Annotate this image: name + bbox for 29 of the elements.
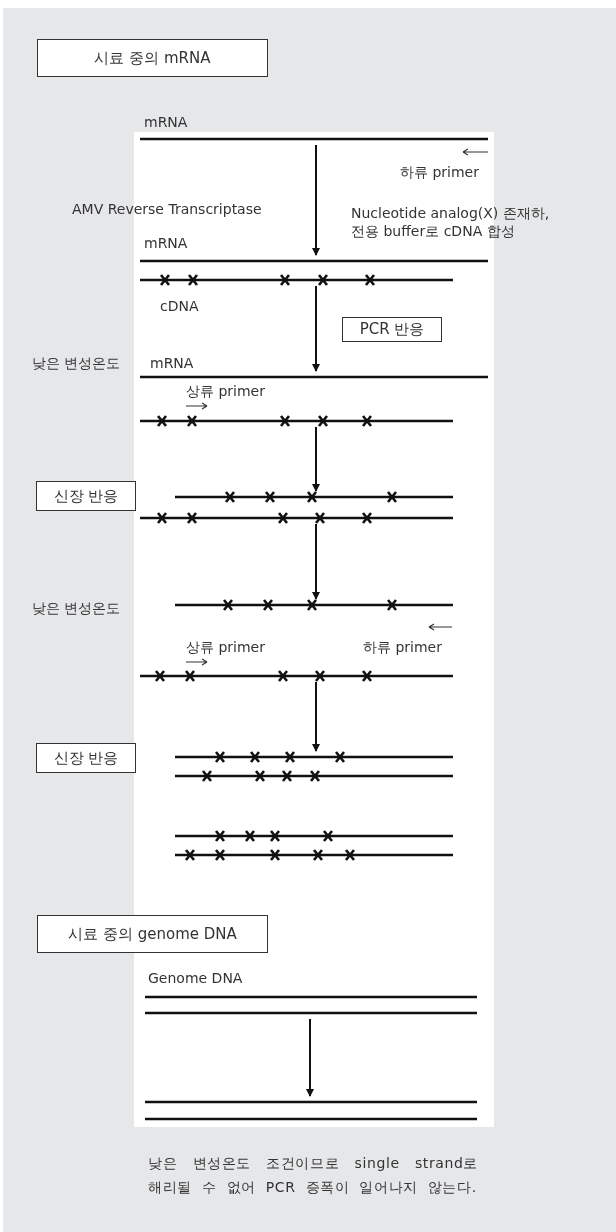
note-text: 낮은 변성온도 조건이므로 single strand로 해리될 수 없어 PCR 증폭이 일어나지 않는다.: [148, 1154, 478, 1197]
arrow: [306, 1018, 314, 1097]
arrow: [312, 144, 320, 256]
strand-label: Genome DNA: [148, 969, 243, 987]
strand-label: mRNA: [144, 234, 188, 252]
step-label: 낮은 변성온도: [32, 599, 121, 617]
step-box: 신장 반응: [36, 743, 136, 773]
arrow: [312, 681, 320, 752]
step-box: 시료 중의 genome DNA: [37, 915, 268, 953]
strand-label: mRNA: [144, 113, 188, 131]
enzyme-label: AMV Reverse Transcriptase: [72, 200, 262, 218]
strand-drawing: [175, 830, 453, 861]
strand-label: mRNA: [150, 354, 194, 372]
primer-label: 상류 primer: [186, 382, 265, 400]
step-box: 신장 반응: [36, 481, 136, 511]
arrow: [312, 426, 320, 492]
primer-label: 상류 primer: [186, 638, 265, 656]
step-label: 낮은 변성온도: [32, 354, 121, 372]
strand-drawing: [140, 599, 453, 682]
condition-text: Nucleotide analog(X) 존재하, 전용 buffer로 cDNA 합성: [351, 204, 551, 240]
step-box: PCR 반응: [342, 317, 442, 342]
primer-label: 하류 primer: [400, 163, 479, 181]
arrow: [312, 285, 320, 372]
strand-drawing: [140, 491, 453, 524]
strand-label: cDNA: [160, 297, 199, 315]
primer-label: 하류 primer: [363, 638, 442, 656]
arrow: [312, 523, 320, 600]
strand-drawing: [175, 751, 453, 782]
step-box: 시료 중의 mRNA: [37, 39, 268, 77]
